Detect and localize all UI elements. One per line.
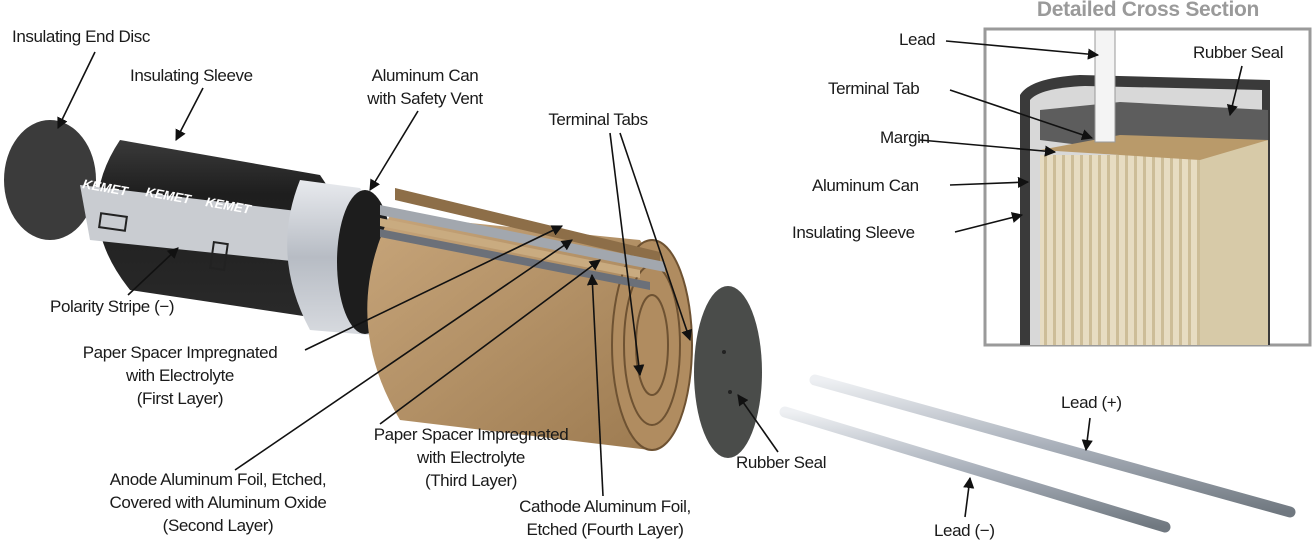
label-line: Covered with Aluminum Oxide — [109, 493, 327, 512]
cs-label-terminal-tab: Terminal Tab — [828, 79, 920, 98]
label-insulating-end-disc: Insulating End Disc — [12, 27, 150, 46]
label-line: with Safety Vent — [367, 89, 483, 108]
label-line: Paper Spacer Impregnated — [373, 425, 569, 444]
label-anode-foil: Anode Aluminum Foil, Etched, Covered wit… — [110, 468, 327, 537]
label-line: with Electrolyte — [126, 366, 234, 385]
lead-positive — [809, 374, 1296, 518]
label-lead-negative: Lead (−) — [934, 521, 995, 540]
label-line: Paper Spacer Impregnated — [82, 343, 278, 362]
insulating-end-disc — [4, 120, 96, 240]
cs-label-aluminum-can: Aluminum Can — [812, 176, 919, 195]
polarity-stripe — [80, 185, 330, 265]
label-line: (Second Layer) — [162, 516, 274, 535]
cs-label-lead: Lead — [899, 30, 936, 49]
label-line: Anode Aluminum Foil, Etched, — [109, 470, 327, 489]
label-paper-first-layer: Paper Spacer Impregnated with Electrolyt… — [83, 341, 278, 410]
cross-section-winding — [1040, 155, 1200, 345]
label-paper-third-layer: Paper Spacer Impregnated with Electrolyt… — [374, 423, 569, 492]
label-line: Aluminum Can — [371, 66, 479, 85]
label-line: Etched (Fourth Layer) — [526, 520, 684, 539]
label-line: (First Layer) — [136, 389, 224, 408]
rubber-seal — [694, 286, 762, 458]
label-terminal-tabs: Terminal Tabs — [548, 110, 648, 129]
cs-label-margin: Margin — [880, 128, 930, 147]
cs-label-rubber-seal: Rubber Seal — [1193, 43, 1284, 62]
lead-negative — [779, 406, 1171, 533]
foil-layers — [395, 188, 660, 262]
cross-section-title: Detailed Cross Section — [1036, 0, 1260, 21]
label-aluminum-can: Aluminum Can with Safety Vent — [367, 64, 483, 110]
label-lead-positive: Lead (+) — [1061, 393, 1122, 412]
label-cathode-foil: Cathode Aluminum Foil, Etched (Fourth La… — [519, 495, 691, 541]
label-line: Cathode Aluminum Foil, — [519, 497, 691, 516]
label-line: (Third Layer) — [424, 471, 518, 490]
label-insulating-sleeve: Insulating Sleeve — [130, 66, 253, 85]
cs-label-insulating-sleeve: Insulating Sleeve — [792, 223, 915, 242]
label-line: with Electrolyte — [417, 448, 525, 467]
label-polarity-stripe: Polarity Stripe (−) — [50, 297, 175, 316]
label-rubber-seal: Rubber Seal — [736, 453, 827, 472]
cross-section-lead — [1094, 29, 1116, 143]
leader-lines — [57, 40, 1243, 518]
